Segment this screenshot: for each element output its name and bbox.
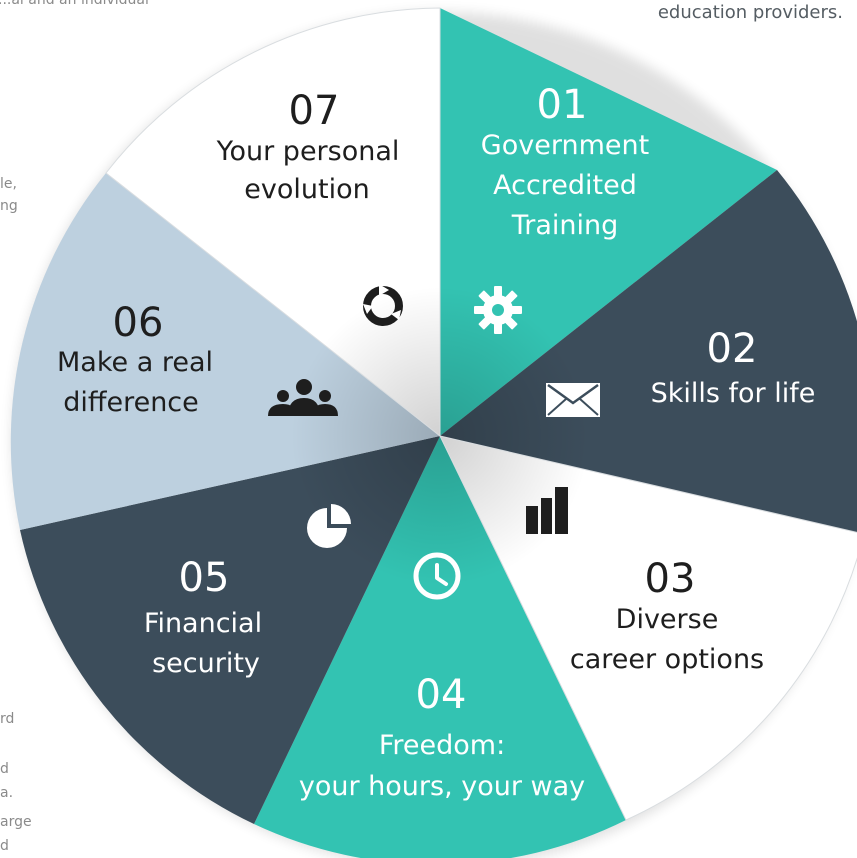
top-right-text: education providers. bbox=[657, 2, 843, 23]
segment-06-label-line-2: difference bbox=[63, 387, 199, 418]
left-text-fragment-1: le, bbox=[0, 176, 17, 192]
segment-05-label-line-2: security bbox=[152, 648, 260, 679]
segment-03-number: 03 bbox=[645, 556, 696, 602]
segment-01-number: 01 bbox=[537, 82, 588, 128]
segment-05-number: 05 bbox=[179, 555, 230, 601]
segment-03-label-line-2: career options bbox=[570, 644, 764, 675]
segment-06-label-line-1: Make a real bbox=[57, 347, 213, 378]
left-bottom-fragment-4: arge bbox=[0, 814, 32, 830]
top-left-text-fragment: ...al and an individual bbox=[0, 0, 149, 8]
segment-04-label-line-2: your hours, your way bbox=[299, 771, 585, 802]
segment-07-label-line-1: Your personal bbox=[216, 136, 400, 167]
segment-01-label-line-1: Government bbox=[481, 130, 649, 161]
segment-03-label-line-1: Diverse bbox=[616, 604, 719, 635]
segment-07-number: 07 bbox=[289, 88, 340, 134]
segment-07-label-line-2: evolution bbox=[244, 174, 369, 205]
segment-06-number: 06 bbox=[113, 300, 164, 346]
segment-02-number: 02 bbox=[707, 326, 758, 372]
left-bottom-fragment-1: rd bbox=[0, 711, 15, 727]
envelope-icon bbox=[546, 383, 600, 417]
segment-02-label-line-1: Skills for life bbox=[651, 378, 816, 409]
segment-01-label-line-3: Training bbox=[511, 210, 619, 241]
left-bottom-fragment-3: a. bbox=[0, 785, 14, 801]
pie-chart-icon bbox=[307, 504, 351, 548]
left-bottom-fragment-5: d bbox=[0, 838, 9, 854]
gear-icon bbox=[474, 286, 522, 334]
people-icon bbox=[268, 379, 338, 416]
segment-05-label-line-1: Financial bbox=[144, 608, 262, 639]
cycle-icon bbox=[363, 284, 403, 326]
left-text-fragment-2: ng bbox=[0, 198, 18, 214]
left-bottom-fragment-2: d bbox=[0, 761, 9, 777]
bar-chart-icon bbox=[526, 487, 568, 534]
segment-04-number: 04 bbox=[416, 672, 467, 718]
clock-icon bbox=[413, 552, 461, 600]
segment-04-label-line-1: Freedom: bbox=[379, 730, 505, 761]
segment-01-label-line-2: Accredited bbox=[493, 170, 637, 201]
